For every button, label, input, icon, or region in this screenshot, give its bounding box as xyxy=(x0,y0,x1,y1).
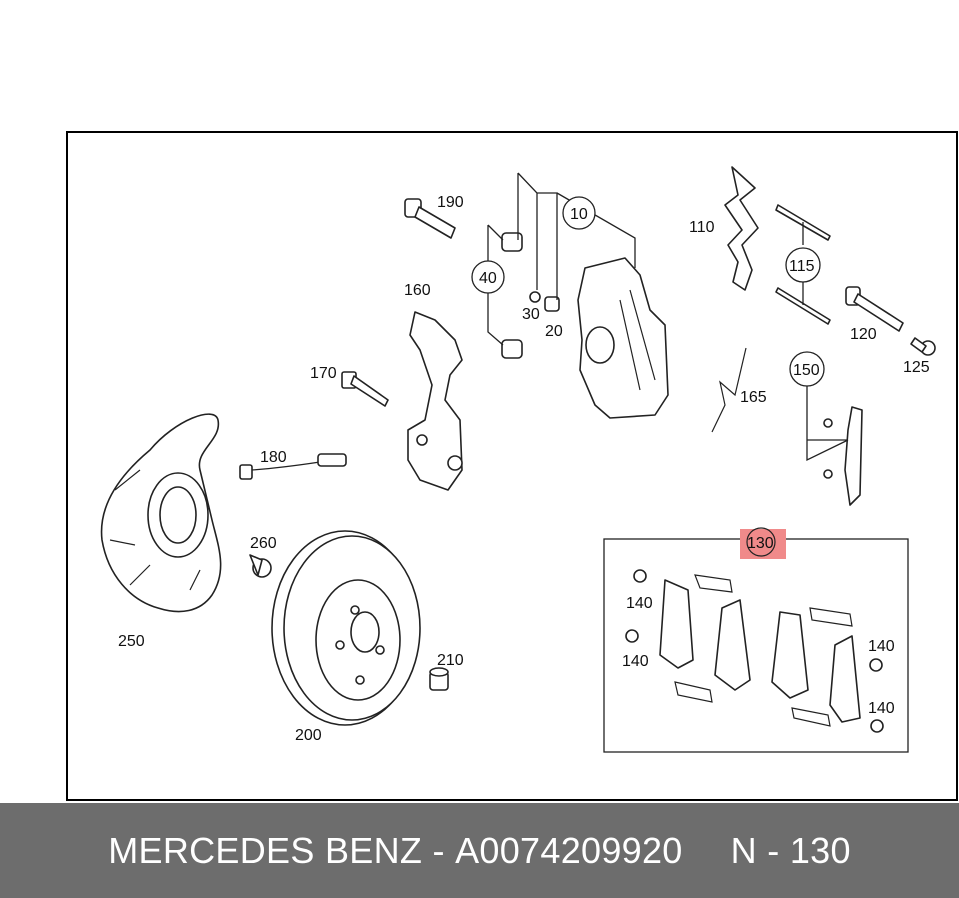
brake-disc-part[interactable] xyxy=(271,530,421,726)
footer-bar: MERCEDES BENZ - A0074209920 N - 130 xyxy=(0,803,959,898)
bolt-260-part[interactable] xyxy=(249,554,272,578)
plate-150-part[interactable] xyxy=(806,385,863,506)
label-140-c[interactable]: 140 xyxy=(868,638,895,655)
callout-circle-150 xyxy=(789,351,825,387)
label-180[interactable]: 180 xyxy=(260,449,287,466)
label-140-a[interactable]: 140 xyxy=(626,595,653,612)
footer-caption: MERCEDES BENZ - A0074209920 N - 130 xyxy=(0,803,959,898)
diagram-frame xyxy=(66,131,958,801)
pad-kit-box xyxy=(603,538,909,753)
label-110[interactable]: 110 xyxy=(689,219,715,236)
footer-separator: - xyxy=(432,829,445,871)
dust-shield-part[interactable] xyxy=(100,413,222,613)
label-20[interactable]: 20 xyxy=(545,323,563,340)
brake-pads-part[interactable] xyxy=(659,574,861,727)
bolt-125-part[interactable] xyxy=(910,337,936,356)
label-30[interactable]: 30 xyxy=(522,306,540,323)
label-140-d[interactable]: 140 xyxy=(868,700,895,717)
bolt-170-part[interactable] xyxy=(341,371,389,407)
leader-40 xyxy=(487,224,504,346)
reference-number: N - 130 xyxy=(730,829,851,871)
pin-115-part[interactable] xyxy=(775,204,831,325)
part-number: A0074209920 xyxy=(455,829,683,871)
label-210[interactable]: 210 xyxy=(437,652,464,669)
label-115[interactable]: 115 xyxy=(789,258,815,275)
label-250[interactable]: 250 xyxy=(118,633,145,650)
label-160[interactable]: 160 xyxy=(404,282,431,299)
label-150[interactable]: 150 xyxy=(793,362,820,379)
label-125[interactable]: 125 xyxy=(903,359,930,376)
label-140-b[interactable]: 140 xyxy=(622,653,649,670)
callout-circle-130 xyxy=(746,527,776,557)
label-10[interactable]: 10 xyxy=(570,206,588,223)
parts-diagram: 190 10 40 110 115 160 30 20 120 125 170 … xyxy=(100,166,936,753)
bolt-140-part[interactable] xyxy=(625,569,884,733)
spring-110-part[interactable] xyxy=(724,166,759,291)
bolt-120-part[interactable] xyxy=(845,286,904,332)
washer-30-part[interactable] xyxy=(529,291,541,303)
bolt-190-part[interactable] xyxy=(404,198,456,239)
label-120[interactable]: 120 xyxy=(850,326,877,343)
wear-sensor-part[interactable] xyxy=(239,453,347,480)
caliper-part[interactable] xyxy=(577,257,669,419)
hub-cap-part[interactable] xyxy=(429,667,449,691)
bracket-160-part[interactable] xyxy=(407,311,463,491)
label-260[interactable]: 260 xyxy=(250,535,277,552)
label-130[interactable]: 130 xyxy=(747,535,774,552)
guide-pin-40-part[interactable] xyxy=(501,232,523,359)
label-170[interactable]: 170 xyxy=(310,365,337,382)
label-165[interactable]: 165 xyxy=(740,389,767,406)
callout-circle-40 xyxy=(471,260,505,294)
callout-circle-115 xyxy=(785,247,821,283)
callout-circle-10 xyxy=(562,196,596,230)
leader-10 xyxy=(517,172,636,300)
spring-165-part[interactable] xyxy=(711,347,747,433)
brand-name: MERCEDES BENZ xyxy=(108,829,423,871)
label-40[interactable]: 40 xyxy=(479,270,497,287)
label-200[interactable]: 200 xyxy=(295,727,322,744)
plug-20-part[interactable] xyxy=(544,296,560,312)
label-190[interactable]: 190 xyxy=(437,194,464,211)
